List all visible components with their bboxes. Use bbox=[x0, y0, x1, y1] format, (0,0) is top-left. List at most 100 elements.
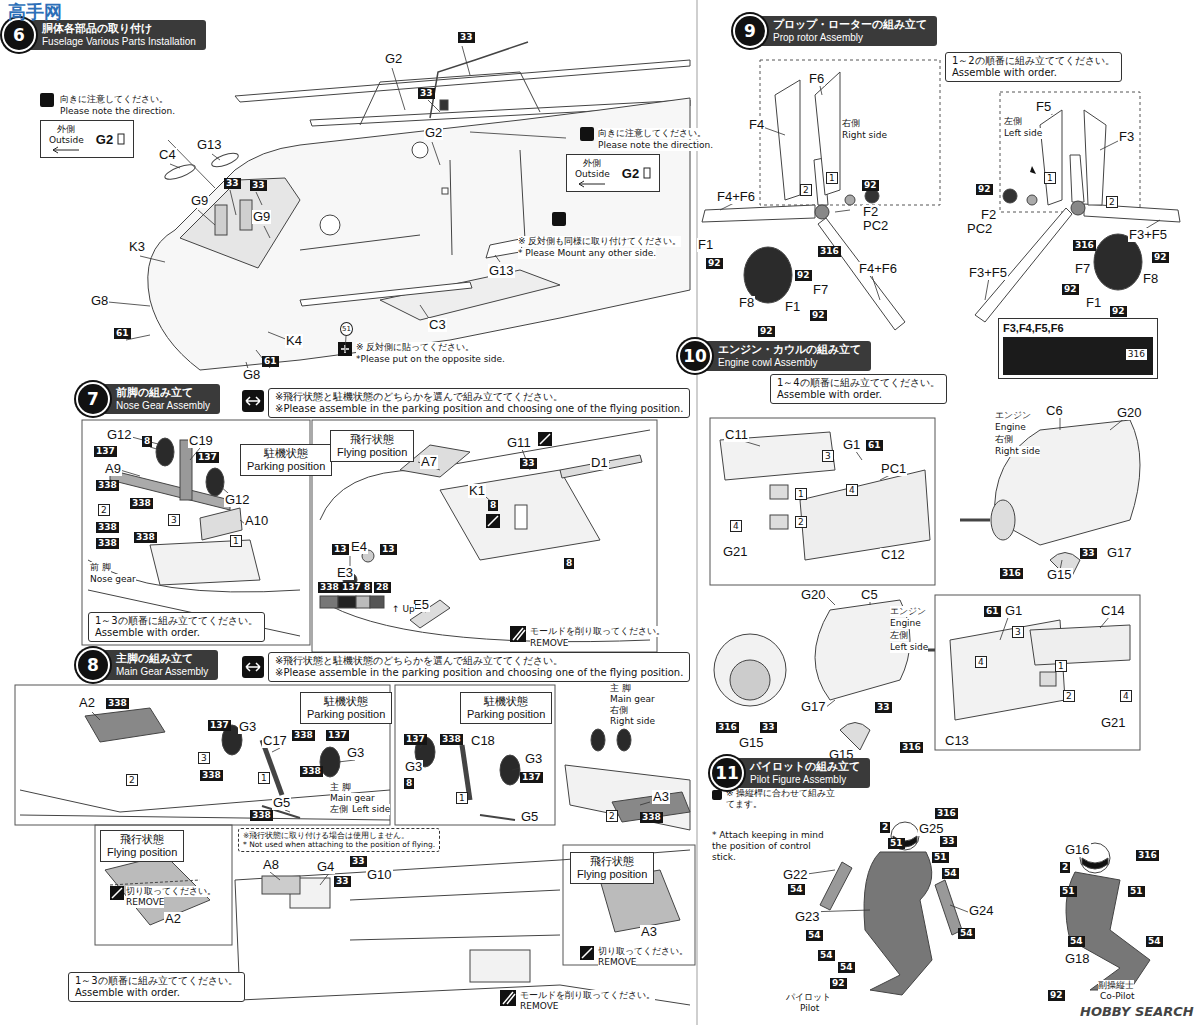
callout-number: 51 bbox=[340, 322, 353, 336]
color-swatch-box: F3,F4,F5,F6316 bbox=[998, 318, 1158, 379]
part-number: G16 bbox=[1064, 843, 1091, 857]
panel-frame bbox=[312, 420, 657, 652]
part-number: G21 bbox=[722, 545, 749, 559]
state-box: 駐機状態Parking position bbox=[240, 444, 332, 476]
instruction-icon bbox=[242, 390, 264, 412]
note-text: ※飛行状態と駐機状態のどちらかを選んで組み立ててください。 bbox=[275, 655, 683, 667]
part-number: C3 bbox=[428, 318, 447, 332]
part-number: PC2 bbox=[862, 219, 889, 233]
part-number: C12 bbox=[880, 548, 906, 562]
part-number: G17 bbox=[1106, 546, 1133, 560]
page-fold bbox=[696, 0, 698, 1025]
nose-gear bbox=[180, 440, 192, 500]
note-text: 切り取ってください。 bbox=[126, 886, 216, 897]
note-box: ※飛行状態と駐機状態のどちらかを選んで組み立ててください。※Please ass… bbox=[268, 652, 690, 682]
icon-detail bbox=[246, 397, 260, 405]
part-number: G15 bbox=[738, 736, 765, 750]
step-order-number: 3 bbox=[1012, 626, 1024, 638]
note-text: ※飛行状態に取り付ける場合は使用しません。 bbox=[243, 831, 435, 840]
note-text: ※Please assemble in the parking position… bbox=[275, 667, 683, 679]
state-label: 飛行状態 bbox=[337, 433, 407, 446]
step-order-number: 4 bbox=[975, 656, 987, 668]
step-order-number: 3 bbox=[198, 752, 210, 764]
main-gear bbox=[20, 708, 690, 1005]
callout-number: 92 bbox=[1048, 990, 1065, 1001]
instruction-icon bbox=[40, 93, 1036, 1006]
part-number: G10 bbox=[366, 868, 393, 882]
step-order-number: 1 bbox=[456, 792, 468, 804]
step-number: 7 bbox=[78, 384, 108, 414]
callout-number: 338 bbox=[640, 812, 663, 823]
note-text: * Please Mount any other side. bbox=[518, 248, 656, 259]
engine-cowl bbox=[730, 660, 770, 700]
helicopter-fuselage bbox=[240, 200, 252, 230]
note-text: 主 脚 bbox=[330, 782, 351, 793]
callout-number: 54 bbox=[838, 962, 855, 973]
callout-number: 33 bbox=[418, 88, 435, 99]
step-title: パイロットの組み立て bbox=[750, 760, 860, 774]
part-number: G15 bbox=[1046, 568, 1073, 582]
callout-number: 338 bbox=[292, 730, 315, 741]
note-text: ※ 反対側に貼ってください。 bbox=[356, 342, 474, 353]
step-title: Pilot Figure Assembly bbox=[750, 774, 860, 786]
part-number: A3 bbox=[652, 790, 670, 804]
part-number: F2 bbox=[980, 208, 997, 222]
note-text: ※ 操縦桿に合わせて組み立てます。 bbox=[726, 788, 844, 810]
callout-number: 54 bbox=[1068, 936, 1085, 947]
direction-arrow bbox=[579, 181, 605, 187]
callout-number: 338 bbox=[134, 532, 157, 543]
callout-number: 338 bbox=[250, 810, 273, 821]
part-number: F2 bbox=[862, 205, 879, 219]
instruction-icon bbox=[552, 212, 566, 226]
step-order-number: 2 bbox=[1106, 196, 1118, 208]
helicopter-fuselage bbox=[300, 282, 472, 306]
note-text: 1～4の順番に組み立ててください。 bbox=[777, 377, 940, 389]
note-text: 右側 bbox=[610, 705, 628, 716]
main-gear bbox=[500, 755, 520, 785]
step-order-number: 3 bbox=[822, 450, 834, 462]
main-gear bbox=[565, 765, 690, 830]
note-text: Please note the direction. bbox=[60, 106, 175, 117]
callout-number: 2 bbox=[1060, 862, 1070, 873]
callout-number: 92 bbox=[706, 258, 723, 269]
callout-number: 8 bbox=[362, 582, 372, 593]
prop-rotor bbox=[744, 247, 792, 303]
note-text: エンジン bbox=[995, 410, 1031, 421]
step-title: 胴体各部品の取り付け bbox=[42, 22, 196, 36]
callout-number: 8 bbox=[488, 500, 498, 511]
callout-number: 54 bbox=[942, 868, 959, 879]
part-number: G18 bbox=[1064, 952, 1091, 966]
direction-arrow bbox=[577, 180, 607, 188]
part-number: F4+F6 bbox=[858, 262, 898, 276]
callout-number: 316 bbox=[1126, 349, 1147, 360]
note-text: 左側 bbox=[1004, 116, 1022, 127]
callout-number: 338 bbox=[318, 582, 341, 593]
part-number: F3+F5 bbox=[968, 266, 1008, 280]
note-text: ※ 反対側も同様に取り付けてください。 bbox=[518, 236, 681, 247]
note-text: 前 脚 bbox=[90, 562, 111, 573]
panel-frame bbox=[563, 845, 695, 965]
step-order-number: 1 bbox=[1044, 172, 1056, 184]
callout-number: 54 bbox=[958, 928, 975, 939]
main-gear bbox=[20, 790, 390, 820]
engine-cowl bbox=[991, 500, 1015, 540]
prop-rotor bbox=[1070, 155, 1084, 202]
part-number: G4 bbox=[316, 860, 335, 874]
main-gear bbox=[110, 880, 200, 885]
part-number: G8 bbox=[242, 368, 261, 382]
main-gear bbox=[470, 950, 530, 982]
main-gear bbox=[85, 708, 165, 742]
callout-number: 92 bbox=[795, 270, 812, 281]
note-text: Co-Pilot bbox=[1100, 991, 1134, 1002]
state-label: 駐機状態 bbox=[467, 695, 545, 708]
part-number: F7 bbox=[1074, 262, 1091, 276]
step-header: 9プロップ・ローターの組み立てProp rotor Assembly bbox=[735, 16, 937, 46]
engine-cowl bbox=[714, 634, 786, 706]
note-text: 1～3の順番に組み立ててください。 bbox=[75, 975, 238, 987]
part-number: A10 bbox=[244, 514, 269, 528]
panel-frame bbox=[710, 418, 935, 585]
instruction-icon bbox=[580, 127, 594, 141]
step-title: Fuselage Various Parts Installation bbox=[42, 36, 196, 48]
callout-number: 137 bbox=[340, 582, 363, 593]
note-text: Please note the direction. bbox=[598, 140, 713, 151]
